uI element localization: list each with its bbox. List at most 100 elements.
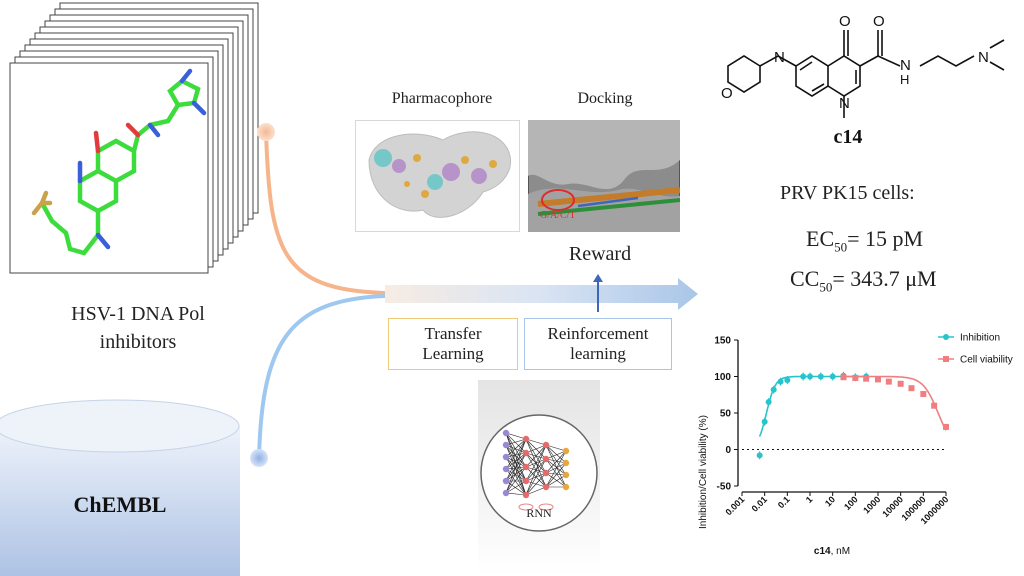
rnn-connection xyxy=(505,444,527,468)
inhibition-point xyxy=(807,373,813,380)
transfer-flow-curve xyxy=(264,131,386,295)
rnn-connection xyxy=(545,458,567,464)
chart-x-tick-label: 1000 xyxy=(861,494,882,515)
database-flow-curve xyxy=(257,294,386,459)
rnn-connection xyxy=(545,474,567,488)
rnn-neuron xyxy=(502,477,510,485)
chart-x-tick-label: 0.01 xyxy=(750,494,769,513)
viability-point xyxy=(840,374,847,381)
inhibitors-caption: HSV-1 DNA Pol inhibitors xyxy=(38,300,238,356)
chart-y-tick-label: 0 xyxy=(725,445,731,456)
rnn-connection xyxy=(505,432,527,468)
rnn-neuron xyxy=(522,477,530,485)
rnn-connection xyxy=(505,438,527,458)
inhibition-point xyxy=(770,386,777,393)
rnn-connection xyxy=(505,444,527,482)
inhibition-point xyxy=(800,373,807,380)
pipeline-arrow xyxy=(385,278,698,310)
chembl-label: ChEMBL xyxy=(73,492,167,517)
ec50-line: EC50= 15 pM xyxy=(806,226,923,255)
chembl-database-cylinder xyxy=(0,399,240,576)
rnn-connection xyxy=(505,456,527,468)
chart-x-tick-label: 0.1 xyxy=(776,494,792,510)
svg-text:N: N xyxy=(978,49,989,66)
svg-text:O: O xyxy=(839,13,851,30)
docking-nucleotide-note: G/A/C/T xyxy=(540,210,576,221)
rl-line1: Reinforcement xyxy=(547,324,649,343)
chart-y-tick-label: 100 xyxy=(714,372,731,383)
rnn-connection xyxy=(505,438,527,446)
rnn-neuron xyxy=(542,441,550,449)
rnn-connection xyxy=(545,458,567,476)
rnn-connection xyxy=(525,458,547,496)
rnn-neuron xyxy=(522,463,530,471)
cc50-subscript: 50 xyxy=(819,279,833,295)
chart-x-axis-label: c14, nM xyxy=(814,546,850,557)
rnn-connection xyxy=(545,444,567,464)
legend-viability-label: Cell viability xyxy=(960,355,1013,366)
legend-inhibition-label: Inhibition xyxy=(960,333,1000,344)
docking-model xyxy=(528,120,680,232)
rnn-neuron xyxy=(562,471,570,479)
rnn-connection xyxy=(505,452,527,458)
cc50-line: CC50= 343.7 μM xyxy=(790,266,937,295)
rnn-connection xyxy=(505,432,527,482)
viability-point xyxy=(931,402,938,409)
transfer-line1: Transfer xyxy=(424,324,482,343)
rnn-connection xyxy=(525,444,547,482)
rnn-neuron xyxy=(542,483,550,491)
chart-x-label-unit: , nM xyxy=(831,546,850,557)
svg-text:N: N xyxy=(900,57,911,74)
chart-x-label-compound: c14 xyxy=(814,546,831,557)
viability-point xyxy=(897,380,904,387)
rnn-connection xyxy=(545,462,567,488)
viability-point xyxy=(908,385,915,392)
database-node xyxy=(250,449,268,467)
ec50-value: = 15 pM xyxy=(847,226,924,251)
rnn-connection xyxy=(505,432,527,454)
rnn-connection xyxy=(525,472,547,496)
rnn-connection xyxy=(505,452,527,470)
legend-viability-marker xyxy=(943,356,949,362)
rnn-neuron xyxy=(502,453,510,461)
inhibition-point xyxy=(756,452,763,459)
rnn-neuron xyxy=(522,449,530,457)
cell-line-label: PRV PK15 cells: xyxy=(780,182,915,204)
viability-point xyxy=(875,376,881,383)
cc50-prefix: CC xyxy=(790,266,820,291)
rnn-neuron xyxy=(502,429,510,437)
inhibition-point xyxy=(817,373,824,380)
rnn-connection xyxy=(505,432,527,440)
transfer-line2: Learning xyxy=(422,344,484,363)
inhibition-fit-curve xyxy=(758,375,867,437)
inhibitors-caption-line2: inhibitors xyxy=(99,331,177,353)
rnn-neuron xyxy=(542,455,550,463)
rnn-connection xyxy=(505,438,527,470)
rnn-connection xyxy=(505,452,527,482)
rnn-neuron xyxy=(562,447,570,455)
cc50-value: = 343.7 μM xyxy=(832,266,937,291)
viability-fit-curve xyxy=(843,375,947,431)
svg-text:N: N xyxy=(774,49,785,66)
rnn-connection xyxy=(505,480,527,494)
rnn-recurrent-loop xyxy=(518,503,534,511)
rnn-connection xyxy=(505,444,527,454)
rnn-recurrent-loop xyxy=(538,503,554,511)
viability-point xyxy=(943,423,949,430)
chart-y-axis-label: Inhibition/Cell viability (%) xyxy=(698,415,709,529)
rnn-neuron xyxy=(502,441,510,449)
chart-x-tick-label: 1 xyxy=(804,494,815,505)
rnn-connection xyxy=(545,450,567,488)
rnn-connection xyxy=(545,462,567,474)
ec50-prefix: EC xyxy=(806,226,835,251)
rnn-label: RNN xyxy=(526,506,552,520)
chart-x-tick-label: 10 xyxy=(823,494,837,508)
c14-structure-2d: O N O O N H N N xyxy=(721,13,1005,118)
inhibition-point xyxy=(784,377,791,384)
rnn-connection xyxy=(525,486,547,496)
viability-point xyxy=(920,391,927,398)
svg-text:N: N xyxy=(839,95,850,112)
compound-name: c14 xyxy=(833,126,863,148)
